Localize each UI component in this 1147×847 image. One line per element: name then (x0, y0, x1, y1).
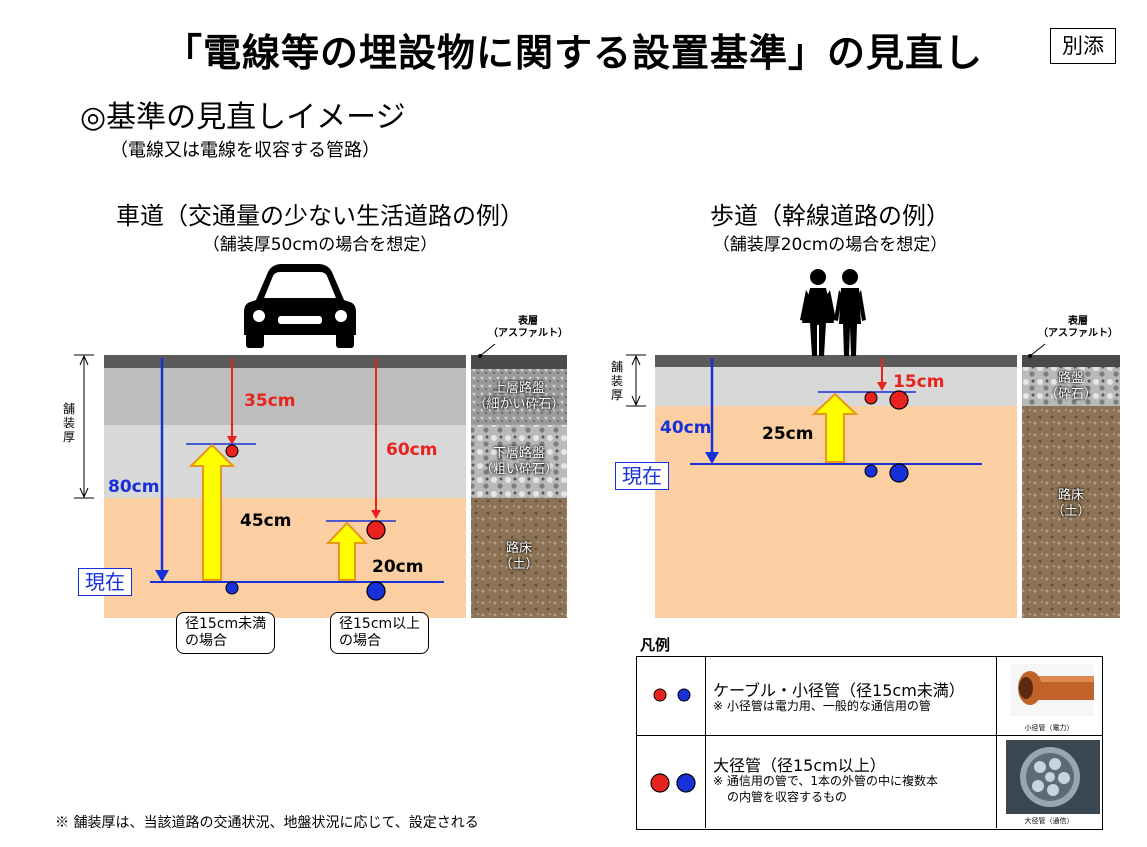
roadway-subgrade-label-2: （土） (499, 557, 539, 572)
sidewalk-subgrade-label-1: 路床 (1057, 488, 1084, 503)
sidewalk-surface-label-1: 表層 (1068, 316, 1088, 327)
roadway-surface-label-2: （アスファルト） (488, 328, 568, 339)
upper-base-layer (104, 368, 466, 425)
lower-base-label-2: （粗い砕石） (479, 462, 558, 477)
sidewalk-surface-label-2: （アスファルト） (1038, 328, 1118, 339)
soil-sample (471, 498, 567, 618)
rise-arrow-large (325, 521, 369, 581)
roadway-current-label: 現在 (78, 568, 132, 596)
small-pipe-current (225, 581, 239, 595)
lower-base-label-1: 下層路盤 (492, 446, 545, 461)
roadway-depth-current: 80cm (108, 477, 160, 497)
roadway-title: 車道（交通量の少ない生活道路の例） (116, 202, 524, 230)
sidewalk-current-label: 現在 (615, 462, 669, 490)
upper-base-label-1: 上層路盤 (492, 381, 545, 396)
multi-duct-pipe-photo (1006, 740, 1100, 814)
asphalt-sample (471, 355, 567, 369)
roadway-subgrade-label: 路床 （土） (471, 541, 567, 573)
legend-row-large: 大径管（径15cm以上） ※ 通信用の管で、1本の外管の中に複数本 の内管を収容… (637, 736, 1102, 828)
lower-base-label: 下層路盤 （粗い砕石） (471, 446, 567, 478)
page-title: 「電線等の埋設物に関する設置基準」の見直し (163, 31, 983, 75)
fine-gravel-sample (471, 369, 567, 425)
subgrade-layer (104, 498, 466, 618)
roadway-depth-large-new: 60cm (386, 440, 438, 460)
roadway-rise-small: 45cm (240, 511, 292, 531)
sidewalk-subgrade-label-2: （土） (1051, 504, 1091, 519)
rise-arrow-small (188, 443, 236, 581)
sidewalk-subtitle: （舗装厚20cmの場合を想定） (712, 235, 948, 255)
legend-row-small: ケーブル・小径管（径15cm未満） ※ 小径管は電力用、一般的な通信用の管 小径… (637, 657, 1102, 736)
upper-base-label: 上層路盤 （細かい砕石） (471, 381, 567, 413)
sidewalk-surface-label: 表層 （アスファルト） (1030, 316, 1126, 340)
large-pipe-case-line1: 径15cm以上 (339, 616, 421, 632)
small-pipe-case-line1: 径15cm未満 (185, 616, 267, 632)
orange-pipe-photo (1010, 664, 1094, 716)
legend-small-blue-dot (677, 688, 691, 702)
sidewalk-base-label: 路盤 （砕石） (1022, 371, 1120, 403)
roadway-surface-label: 表層 （アスファルト） (480, 316, 576, 340)
sidewalk-base-label-2: （砕石） (1044, 387, 1097, 402)
roadway-subtitle: （舗装厚50cmの場合を想定） (202, 235, 438, 255)
sidewalk-small-pipe-new (864, 391, 878, 405)
legend-large-desc-2: の内管を収容するもの (727, 790, 848, 804)
car-icon (244, 264, 356, 348)
sidewalk-base-label-1: 路盤 (1057, 371, 1084, 386)
sidewalk-asphalt-layer (655, 355, 1017, 367)
pedestrians-icon (800, 269, 866, 356)
legend-table: ケーブル・小径管（径15cm未満） ※ 小径管は電力用、一般的な通信用の管 小径… (636, 656, 1103, 830)
roadway-surface-label-1: 表層 (518, 316, 538, 327)
subtitle-note: （電線又は電線を収容する管路） (110, 140, 380, 161)
sidewalk-subgrade-label: 路床 （土） (1022, 488, 1120, 520)
large-pipe-current (366, 581, 386, 601)
legend-large-red-dot (650, 773, 670, 793)
large-pipe-new (366, 520, 386, 540)
roadway-pavement-thickness-label: 舗装厚 (62, 402, 75, 444)
sidewalk-large-pipe-new (889, 390, 909, 410)
sidewalk-gravel-sample (1022, 367, 1120, 406)
large-pipe-case-box: 径15cm以上 の場合 (330, 612, 430, 654)
sidewalk-rise: 25cm (762, 424, 814, 444)
sidewalk-depth-current: 40cm (660, 418, 712, 438)
sidewalk-asphalt-sample (1022, 355, 1120, 367)
legend-large-caption: 大径管（通信） (1024, 817, 1074, 825)
small-pipe-new (225, 444, 239, 458)
roadway-depth-small-new: 35cm (244, 391, 296, 411)
section-subtitle: ◎基準の見直しイメージ (80, 100, 406, 135)
sidewalk-pavement-thickness-label: 舗装厚 (610, 360, 623, 402)
upper-base-label-2: （細かい砕石） (473, 397, 565, 412)
roadway-rise-large: 20cm (372, 557, 424, 577)
sidewalk-rise-arrow (811, 392, 859, 463)
asphalt-layer (104, 355, 466, 368)
legend-small-red-dot (653, 688, 667, 702)
small-pipe-case-line2: の場合 (185, 633, 227, 649)
legend-small-caption: 小径管（電力） (1024, 724, 1074, 732)
lower-base-layer (104, 425, 466, 498)
legend-title: 凡例 (640, 636, 671, 654)
sidewalk-small-pipe-current (864, 464, 878, 478)
sidewalk-title: 歩道（幹線道路の例） (710, 202, 950, 230)
coarse-gravel-sample (471, 425, 567, 498)
large-pipe-case-line2: の場合 (339, 633, 381, 649)
legend-large-name: 大径管（径15cm以上） (713, 756, 886, 775)
sidewalk-large-pipe-current (889, 463, 909, 483)
roadway-subgrade-label-1: 路床 (505, 541, 532, 556)
legend-large-blue-dot (676, 773, 696, 793)
attachment-badge: 別添 (1050, 28, 1116, 64)
legend-small-name: ケーブル・小径管（径15cm未満） (713, 681, 965, 700)
footnote: ※ 舗装厚は、当該道路の交通状況、地盤状況に応じて、設定される (55, 815, 479, 831)
sidewalk-soil-sample (1022, 406, 1120, 618)
legend-large-desc-1: ※ 通信用の管で、1本の外管の中に複数本 (713, 774, 939, 788)
legend-small-desc: ※ 小径管は電力用、一般的な通信用の管 (713, 699, 931, 713)
small-pipe-case-box: 径15cm未満 の場合 (176, 612, 276, 654)
sidewalk-depth-new: 15cm (893, 372, 945, 392)
